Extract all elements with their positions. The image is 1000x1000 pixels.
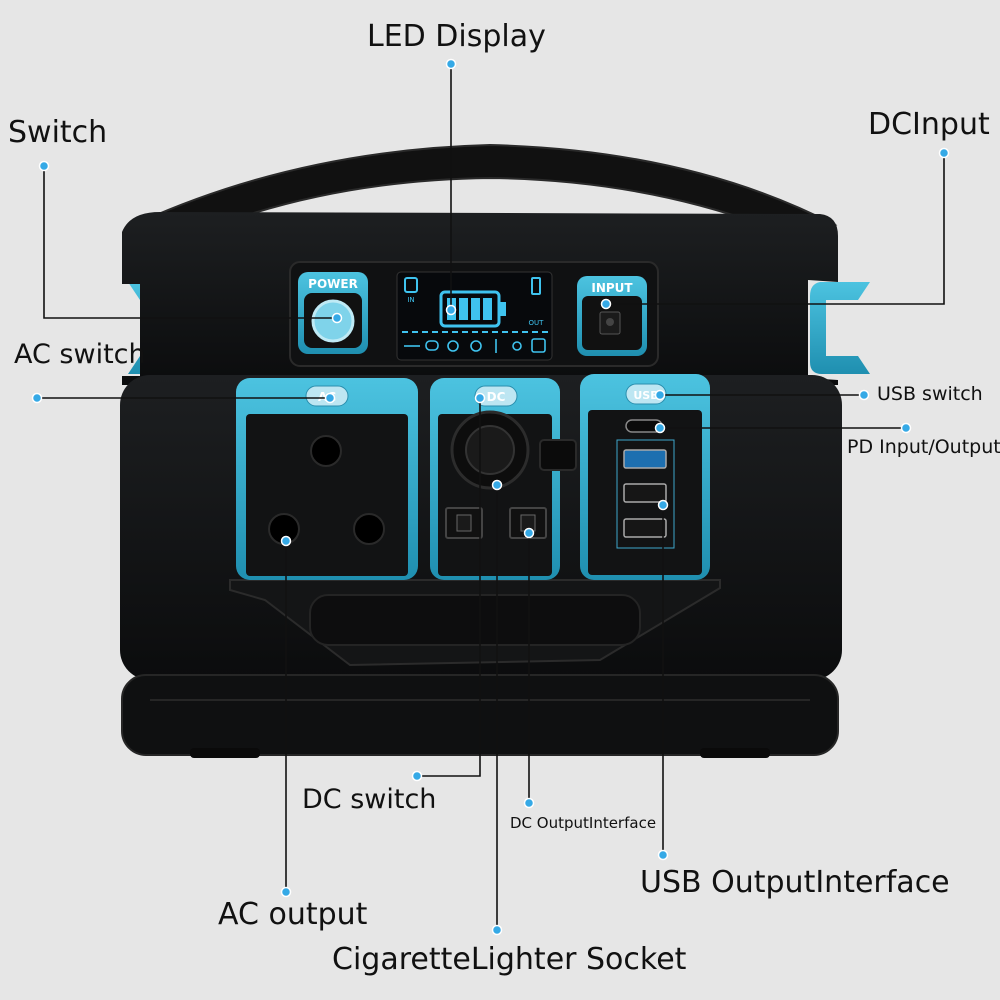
power-station: POWER IN OUT xyxy=(120,143,870,758)
dot-switch-top xyxy=(38,160,50,172)
dc-input-port[interactable] xyxy=(577,276,647,356)
dot-dcinput-top xyxy=(938,147,950,159)
usb-ports-outline xyxy=(616,439,675,549)
leader-dc-input xyxy=(606,153,945,305)
dot-switch-end xyxy=(331,312,343,324)
dot-dcoutput-end xyxy=(523,797,535,809)
usb-a-port-3[interactable] xyxy=(623,518,667,538)
marker-dots xyxy=(31,58,950,936)
lcd-in-text: IN xyxy=(407,296,414,304)
dot-led-top xyxy=(445,58,457,70)
dc-badge-label: DC xyxy=(487,390,506,404)
dot-dcoutput-top xyxy=(523,527,535,539)
front-lower-pad xyxy=(309,594,641,646)
input-label: INPUT xyxy=(591,281,633,295)
foot-left xyxy=(190,748,260,758)
label-ac-switch: AC switch xyxy=(14,339,146,370)
right-side-grip xyxy=(810,282,870,374)
usb-a-port-2[interactable] xyxy=(623,483,667,503)
label-switch: Switch xyxy=(8,115,108,150)
dot-pd-start xyxy=(654,422,666,434)
usb-switch-button[interactable] xyxy=(625,383,667,405)
leader-dc-switch xyxy=(417,398,481,777)
label-dc-switch: DC switch xyxy=(302,784,437,815)
input-indicator-icon xyxy=(404,277,418,293)
dot-acswitch-end xyxy=(324,392,336,404)
dot-lighter-end xyxy=(491,924,503,936)
dc-panel xyxy=(430,378,577,580)
label-usb-switch: USB switch xyxy=(877,383,983,405)
power-switch[interactable] xyxy=(298,272,368,354)
dot-dcswitch-end xyxy=(411,770,423,782)
dot-pd-end xyxy=(900,422,912,434)
label-usb-output-interface: USB OutputInterface xyxy=(640,865,950,900)
dot-acoutput-top xyxy=(280,535,292,547)
dot-lighter-top xyxy=(491,479,503,491)
lighter-socket-cap-hinge xyxy=(539,439,577,471)
foot-right xyxy=(700,748,770,758)
label-ac-output: AC output xyxy=(218,897,368,932)
label-dc-output-interface: DC OutputInterface xyxy=(510,814,657,832)
label-cigarette-lighter-socket: CigaretteLighter Socket xyxy=(332,942,687,977)
dot-usboutput-top xyxy=(657,499,669,511)
power-button-label: POWER xyxy=(308,277,358,291)
ac-socket-neutral[interactable] xyxy=(353,513,385,545)
dot-usboutput-end xyxy=(657,849,669,861)
dot-usbswitch-start xyxy=(654,389,666,401)
usb-panel xyxy=(580,374,710,580)
leader-lines xyxy=(37,64,945,930)
dot-led-end xyxy=(445,304,457,316)
usb-badge-label: USB xyxy=(633,389,658,402)
ac-panel xyxy=(236,378,418,580)
label-dc-input: DCInput xyxy=(868,107,990,142)
battery-icon xyxy=(439,290,501,328)
dc-switch-button[interactable] xyxy=(474,385,518,407)
lcd-out-text: OUT xyxy=(529,319,545,327)
warning-icon xyxy=(531,277,541,295)
dot-dcswitch-top xyxy=(474,392,486,404)
usb-a-port-qc[interactable] xyxy=(623,449,667,469)
leader-switch xyxy=(43,166,337,319)
dot-dcinput-end xyxy=(600,298,612,310)
ac-socket-earth[interactable] xyxy=(310,435,342,467)
led-display-screen: IN OUT xyxy=(396,271,553,361)
lcd-status-icons xyxy=(404,338,546,353)
dot-acswitch-left xyxy=(31,392,43,404)
dot-acoutput-end xyxy=(280,886,292,898)
label-led-display: LED Display xyxy=(367,19,546,54)
dot-usbswitch-end xyxy=(858,389,870,401)
label-pd-input-output: PD Input/Output xyxy=(847,436,1000,458)
